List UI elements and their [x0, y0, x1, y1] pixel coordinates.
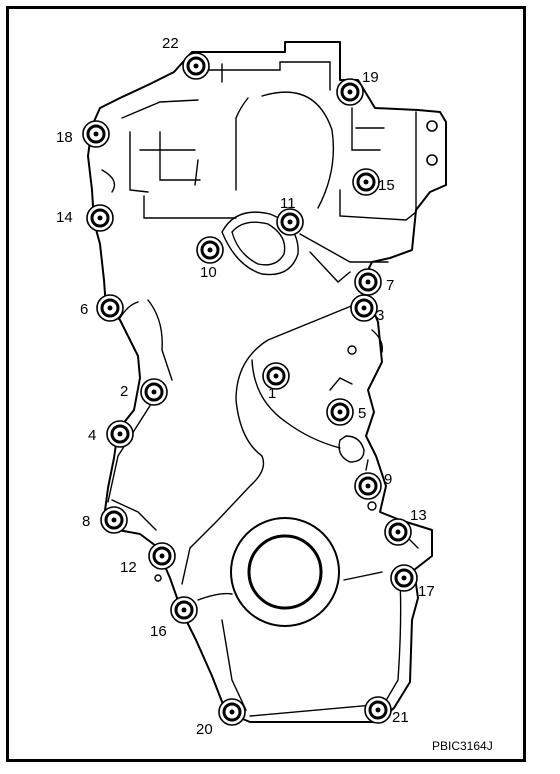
bolt-6: [96, 294, 124, 322]
bolt-20: [218, 698, 246, 726]
cover-outline: [87, 41, 447, 723]
bolt-15: [352, 168, 380, 196]
bolt-label-11: 11: [280, 195, 296, 212]
inner-contour-left-bracket: [101, 99, 237, 219]
bolt-label-2: 2: [120, 383, 128, 400]
bolt-label-16: 16: [150, 623, 167, 640]
bolt-label-1: 1: [268, 385, 276, 402]
mount-hole-lower: [426, 154, 438, 166]
bolt-label-14: 14: [56, 209, 73, 226]
bolt-9: [354, 472, 382, 500]
bolt-18: [82, 120, 110, 148]
inner-contour-right-lower: [338, 435, 419, 549]
bolt-labels: 1 2 3 4 5 6 7 8 9 10 11 12 13 14 15 16 1…: [56, 35, 435, 738]
bolt-8: [100, 506, 128, 534]
inner-contour-top: [204, 61, 331, 91]
bolt-14: [86, 204, 114, 232]
bolt-21: [364, 696, 392, 724]
bolt-16: [170, 596, 198, 624]
bolt-13: [384, 518, 412, 546]
inner-contour-center: [181, 299, 383, 585]
bolt-22: [182, 52, 210, 80]
bolt-label-4: 4: [88, 427, 96, 444]
crank-seal-inner: [247, 534, 323, 610]
bolt-label-12: 12: [120, 559, 137, 576]
bolt-3: [350, 294, 378, 322]
bolt-label-18: 18: [56, 129, 73, 146]
bolt-10: [196, 236, 224, 264]
bolt-12: [148, 542, 176, 570]
inner-contour-top-arc: [235, 91, 335, 209]
crank-seal-outer: [230, 517, 340, 627]
bolt-5: [326, 398, 354, 426]
bolt-1: [262, 362, 290, 390]
bolt-label-7: 7: [386, 277, 394, 294]
inner-contour-oval: [221, 211, 299, 276]
bolt-label-9: 9: [384, 471, 392, 488]
bolt-4: [106, 420, 134, 448]
inner-contour-left-waist: [107, 299, 173, 531]
bolt-label-8: 8: [82, 513, 90, 530]
bolt-label-10: 10: [200, 264, 217, 281]
bolt-11: [276, 208, 304, 236]
bolt-label-5: 5: [358, 405, 366, 422]
bolt-label-13: 13: [410, 507, 427, 524]
bolt-7: [354, 268, 382, 296]
bolt-label-19: 19: [362, 69, 379, 86]
bolt-label-20: 20: [196, 721, 213, 738]
bolt-19: [336, 78, 364, 106]
inner-contour-bottom: [154, 571, 402, 717]
bolt-label-17: 17: [418, 583, 435, 600]
bolt-17: [390, 564, 418, 592]
bolt-label-3: 3: [376, 307, 384, 324]
mount-hole-upper: [426, 120, 438, 132]
bolt-label-15: 15: [378, 177, 395, 194]
bolt-label-6: 6: [80, 301, 88, 318]
bolt-label-21: 21: [392, 709, 409, 726]
bolt-label-22: 22: [162, 35, 179, 52]
figure-code: PBIC3164J: [432, 739, 493, 753]
inner-contour-right-block: [299, 107, 417, 283]
bolt-2: [140, 378, 168, 406]
bolt-layer: [82, 52, 418, 726]
